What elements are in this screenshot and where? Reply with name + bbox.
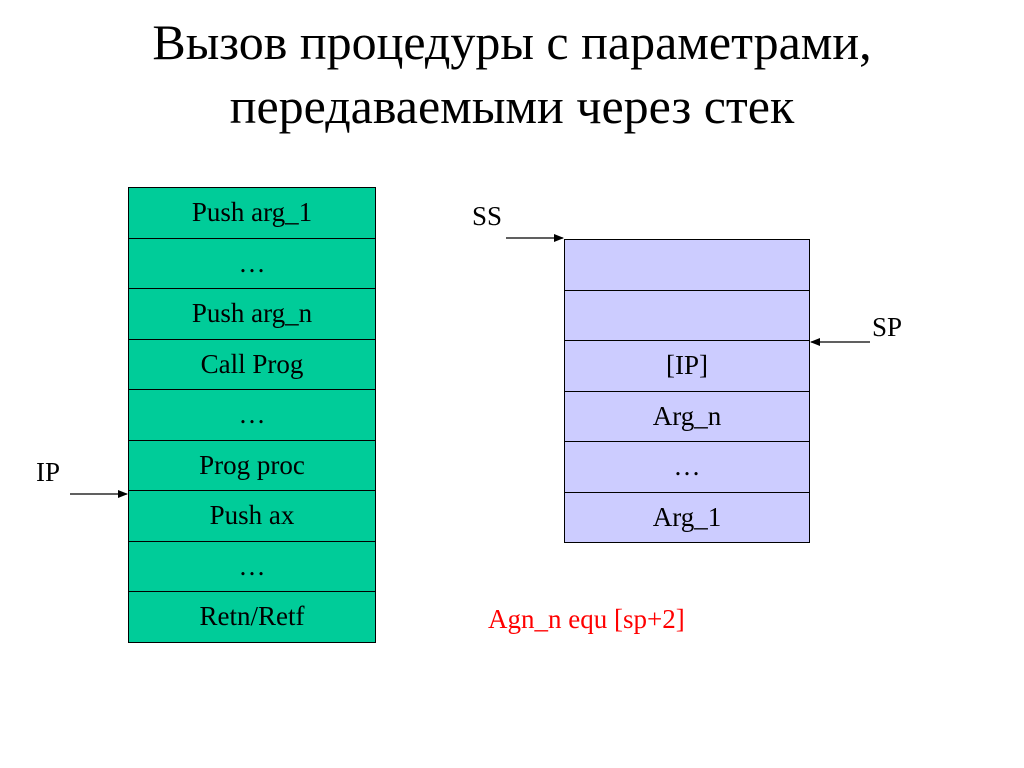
sp-pointer-label: SP (872, 312, 903, 342)
stack-cell: Arg_n (564, 390, 810, 442)
code-row: Prog proc (128, 439, 376, 491)
stack-cell: Arg_1 (564, 491, 810, 543)
code-listing-table: Push arg_1 … Push arg_n Call Prog … Prog… (128, 187, 376, 643)
stack-cell: [IP] (564, 340, 810, 392)
title-line-1: Вызов процедуры с параметрами, (152, 14, 872, 70)
offset-note: Agn_n equ [sp+2] (488, 604, 685, 634)
memory-stack-table: [IP] Arg_n … Arg_1 (564, 239, 810, 543)
code-row: Push ax (128, 490, 376, 542)
title-line-2: передаваемыми через стек (229, 78, 795, 134)
stack-cell (564, 289, 810, 341)
code-row: … (128, 389, 376, 441)
ip-pointer-label: IP (36, 457, 61, 487)
slide-title: Вызов процедуры с параметрами, передавае… (0, 10, 1024, 138)
ss-pointer-label: SS (472, 201, 503, 231)
stack-cell (564, 239, 810, 291)
stack-cell: … (564, 441, 810, 493)
code-row: Retn/Retf (128, 591, 376, 643)
code-row: Push arg_1 (128, 187, 376, 239)
code-row: … (128, 540, 376, 592)
code-row: … (128, 237, 376, 289)
